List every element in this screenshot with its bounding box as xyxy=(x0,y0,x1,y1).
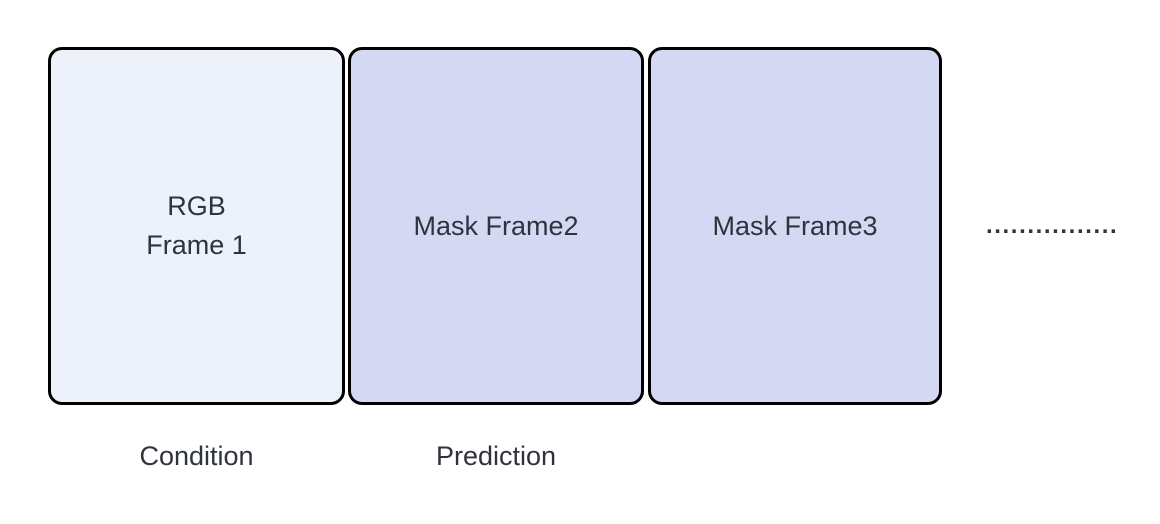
frame-box-rgb-frame-1: RGB Frame 1 xyxy=(48,47,345,405)
frame-box-mask-frame-2: Mask Frame2 xyxy=(348,47,644,405)
frame-box-label: RGB Frame 1 xyxy=(146,191,247,260)
continuation-dots: ................ xyxy=(986,212,1119,239)
caption-prediction: Prediction xyxy=(435,441,557,471)
frame-box-label: Mask Frame2 xyxy=(413,210,579,241)
frame-box-label: Mask Frame3 xyxy=(712,210,878,241)
caption-condition: Condition xyxy=(139,441,254,471)
frame-box-mask-frame-3: Mask Frame3 xyxy=(648,47,942,405)
